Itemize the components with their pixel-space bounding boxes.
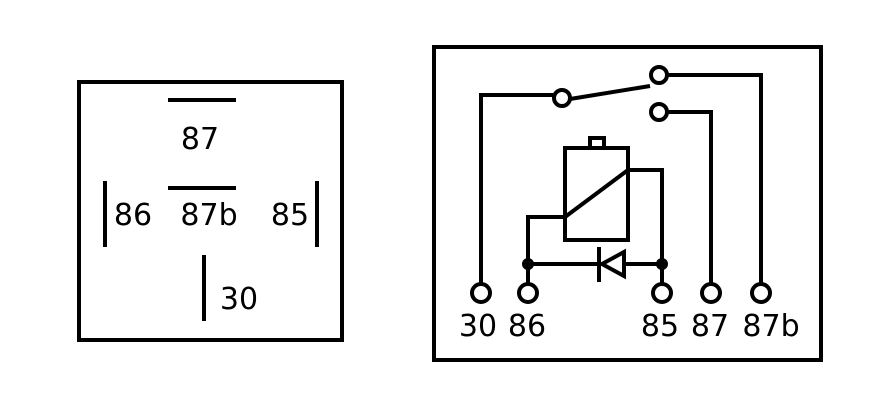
terminal-85-label: 85	[641, 309, 679, 344]
wire-coil-85	[628, 168, 664, 284]
terminal-85	[651, 282, 673, 304]
switch-arm	[569, 84, 651, 101]
terminal-86	[517, 282, 539, 304]
common-contact	[552, 88, 572, 108]
junction-dot-86	[522, 258, 534, 270]
wire-87b	[668, 73, 763, 284]
wire-coil-86	[526, 215, 565, 284]
relay-pinout: 87 87b 86 85 30	[77, 80, 344, 342]
relay-schematic: 30 86 85 87 87b	[432, 45, 823, 362]
junction-dot-85	[656, 258, 668, 270]
terminal-87b-label: 87b	[742, 309, 799, 344]
terminal-87b	[750, 282, 772, 304]
contact-87	[649, 102, 669, 122]
terminal-87-label: 87	[691, 309, 729, 344]
terminal-30	[470, 282, 492, 304]
schematic-frame	[432, 45, 823, 362]
relay-coil	[563, 136, 630, 242]
coil-winding	[563, 168, 630, 219]
terminal-86-label: 86	[508, 309, 546, 344]
pinout-frame	[77, 80, 344, 342]
flyback-diode	[597, 247, 626, 282]
terminal-30-label: 30	[459, 309, 497, 344]
pin-86-label: 86	[114, 198, 152, 233]
pin-87b-label: 87b	[180, 198, 237, 233]
wire-30-common	[479, 93, 553, 284]
diode-triangle	[597, 248, 626, 280]
terminal-87	[700, 282, 722, 304]
wire-87	[668, 110, 713, 284]
pin-30-label: 30	[220, 282, 258, 317]
pin-87-label: 87	[181, 122, 219, 157]
contact-87b	[649, 65, 669, 85]
pin-85-label: 85	[271, 198, 309, 233]
